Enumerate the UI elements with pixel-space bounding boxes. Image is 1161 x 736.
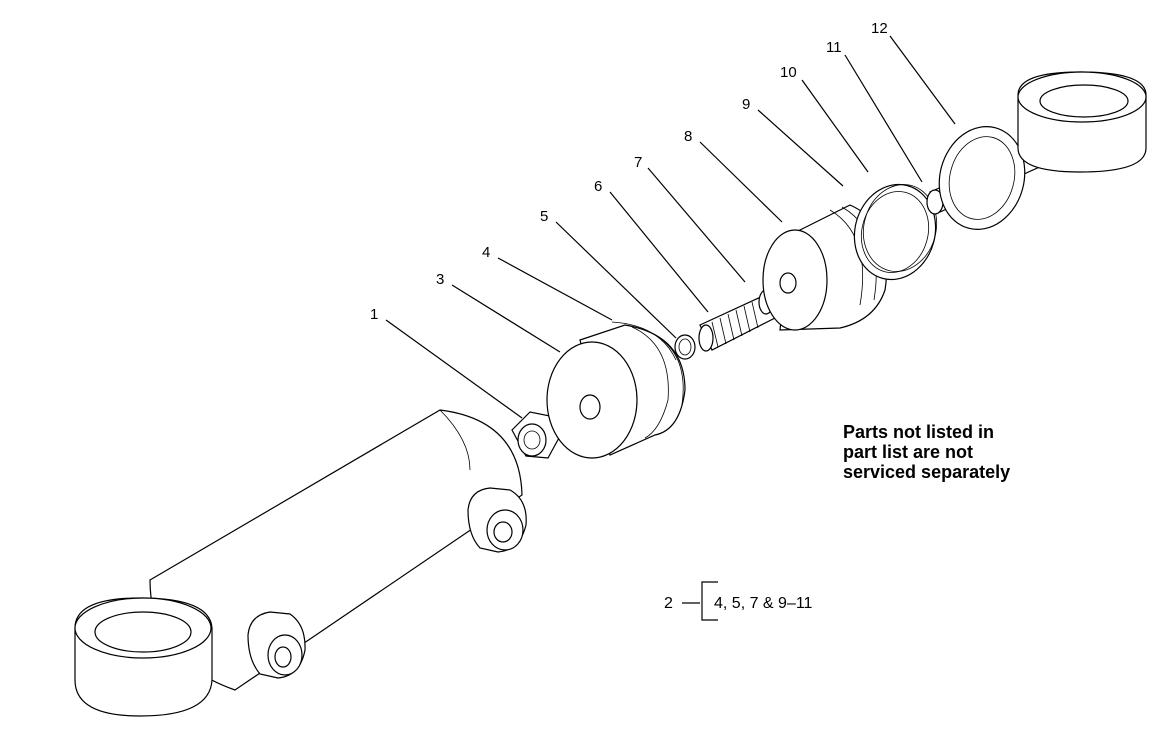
- note-line-2: part list are not: [843, 442, 973, 462]
- rod-eye: [1017, 71, 1147, 173]
- callout-10: 10: [780, 64, 797, 81]
- leader-lines: [385, 35, 956, 419]
- part-3-gland: [546, 324, 686, 459]
- kit-number: 2: [664, 595, 673, 612]
- kit-bracket: 2 4, 5, 7 & 9–11: [664, 581, 813, 621]
- service-note: Parts not listed in part list are not se…: [843, 422, 1010, 482]
- cylinder-barrel: [74, 409, 527, 717]
- part-9-ring: [853, 183, 937, 281]
- callout-8: 8: [684, 128, 692, 145]
- part-4-seal: [611, 321, 677, 361]
- callout-5: 5: [540, 208, 548, 225]
- callout-12: 12: [871, 20, 888, 37]
- part-6-rod-end: [698, 294, 776, 352]
- part-5-o-ring: [674, 334, 696, 360]
- kit-contents: 4, 5, 7 & 9–11: [714, 595, 813, 612]
- callout-7: 7: [634, 154, 642, 171]
- callout-9: 9: [742, 96, 750, 113]
- note-line-3: serviced separately: [843, 462, 1010, 482]
- callout-6: 6: [594, 178, 602, 195]
- note-line-1: Parts not listed in: [843, 422, 994, 442]
- callout-4: 4: [482, 244, 490, 261]
- callout-1: 1: [370, 306, 378, 323]
- callout-11: 11: [826, 39, 842, 56]
- part-12-wiper: [938, 126, 1026, 230]
- callout-labels: 1 3 4 5 6 7 8 9 10 11 12: [370, 20, 888, 323]
- callout-3: 3: [436, 271, 444, 288]
- part-10-ring: [863, 184, 937, 272]
